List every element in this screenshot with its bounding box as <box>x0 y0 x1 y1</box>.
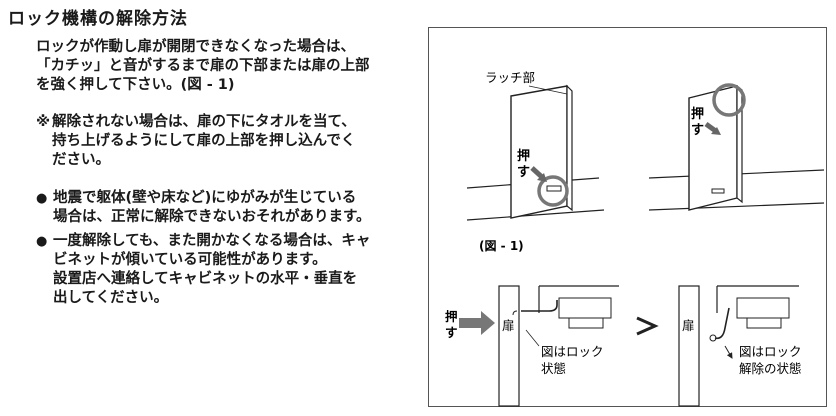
note-line: 持ち上げるようにして扉の上部を押し込んでく <box>52 133 356 149</box>
unlocked-caption: 図はロック <box>739 344 802 359</box>
figure-caption: (図 - 1) <box>479 239 524 253</box>
unlocked-caption: 解除の状態 <box>739 361 802 376</box>
intro-paragraph: ロックが作動し扉が開閉できなくなった場合は、 「カチッ」と音がするまで扉の下部ま… <box>36 38 416 95</box>
note-text: 解除されない場合は、扉の下にタオルを当て、 持ち上げるようにして扉の上部を押し込… <box>52 113 420 170</box>
door-label: 扉 <box>682 318 695 333</box>
unlock-state-diagram: 扉 図はロック 解除の状態 <box>678 285 802 407</box>
intro-line: 「カチッ」と音がするまで扉の下部または扉の上部 <box>36 58 370 74</box>
transition-arrow-icon <box>636 316 659 336</box>
locked-caption: 図はロック <box>541 344 604 359</box>
lock-state-diagram: 扉 押 す 図はロック 状態 <box>445 285 619 407</box>
push-arrow-icon <box>481 311 495 335</box>
door-illustration-bottom: 押 す ラッチ部 <box>466 70 605 221</box>
note-line: 解除されない場合は、扉の下にタオルを当て、 <box>52 114 356 130</box>
figure-illustration: 押 す ラッチ部 押 す (図 - 1) 扉 <box>445 70 825 407</box>
door-illustration-top: 押 す <box>648 83 825 211</box>
push-arrow-icon <box>711 127 721 135</box>
bullet-line: 一度解除しても、また開かなくなる場合は、キャ <box>53 233 371 249</box>
bullet-item: ● 地震で躯体(壁や床など)にゆがみが生じている 場合は、正常に解除できないおそ… <box>36 189 420 227</box>
latch-circle <box>712 83 746 117</box>
door-label: 扉 <box>502 318 515 333</box>
note-mark: ※ <box>36 114 51 130</box>
push-arrow-icon <box>537 173 547 182</box>
intro-line: を強く押して下さい。(図 - 1) <box>36 77 235 93</box>
latch-circle <box>537 175 569 207</box>
bullet-line: ビネットが傾いている可能性があります。 <box>53 252 327 268</box>
locked-caption: 状態 <box>541 361 566 376</box>
figure-frame: 押 す ラッチ部 押 す (図 - 1) 扉 <box>428 27 827 407</box>
push-label: 押 <box>445 309 458 324</box>
bullet-text: 地震で躯体(壁や床など)にゆがみが生じている 場合は、正常に解除できないおそれが… <box>53 189 420 227</box>
push-label: 押 <box>517 148 530 164</box>
intro-line: ロックが作動し扉が開閉できなくなった場合は、 <box>36 39 355 55</box>
note-line: ださい。 <box>52 152 110 168</box>
push-label: す <box>691 123 704 138</box>
bullet-mark: ● <box>36 191 48 206</box>
bullet-line: 地震で躯体(壁や床など)にゆがみが生じている <box>53 190 357 206</box>
bullet-text: 一度解除しても、また開かなくなる場合は、キャ ビネットが傾いている可能性がありま… <box>53 232 420 308</box>
push-label: す <box>445 325 458 340</box>
bullet-mark: ● <box>36 234 48 249</box>
bullet-item: ● 一度解除しても、また開かなくなる場合は、キャ ビネットが傾いている可能性があ… <box>36 232 420 308</box>
note-block: ※ 解除されない場合は、扉の下にタオルを当て、 持ち上げるようにして扉の上部を押… <box>36 113 420 170</box>
bullet-line: 場合は、正常に解除できないおそれがあります。 <box>53 209 371 225</box>
push-label: す <box>517 165 530 180</box>
latch-label: ラッチ部 <box>485 70 535 85</box>
bullet-line: 出してください。 <box>53 290 169 306</box>
push-label: 押 <box>691 106 704 122</box>
bullet-line: 設置店へ連絡してキャビネットの水平・垂直を <box>53 271 358 287</box>
section-title: ロック機構の解除方法 <box>8 9 188 29</box>
